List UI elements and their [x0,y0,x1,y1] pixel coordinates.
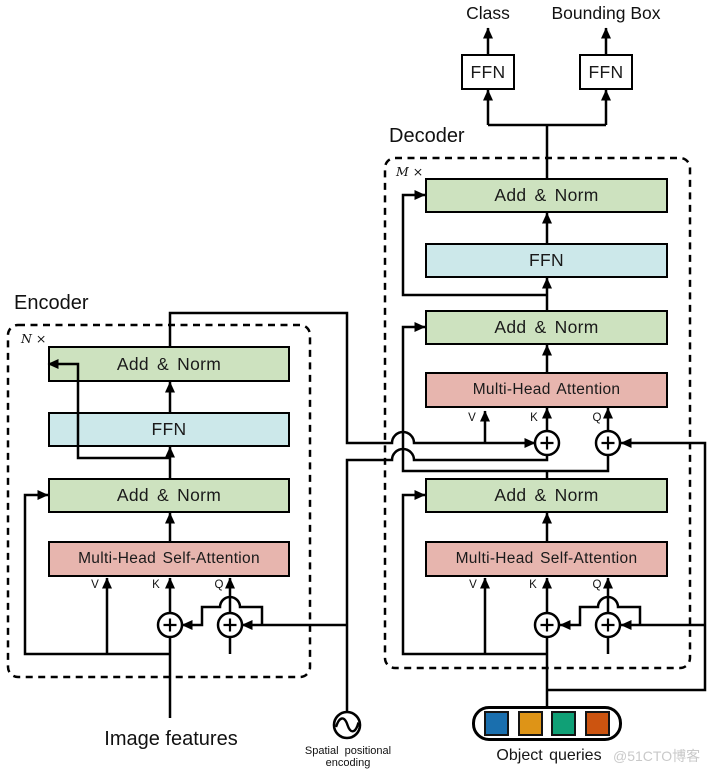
selfattn-to-cross-q [547,455,610,473]
decoder-self-attention-box: Multi-Head Self-Attention [425,541,668,577]
encoder-add-norm-upper-box: Add & Norm [48,346,290,382]
image-features-label: Image features [104,728,238,750]
positional-encoding-icon [332,710,362,740]
decoder-q-port-label: Q [592,579,602,591]
encoder-multiplier: N × [21,331,47,346]
object-queries-pill [472,706,622,741]
cross-k-plus-icon [533,429,561,457]
bounding-box-output-label: Bounding Box [551,3,661,23]
spatial-positional-encoding-label: Spatial positional encoding [305,745,391,769]
encoder-ffn-label: FFN [151,419,187,439]
encoder-add-norm-upper-label: Add & Norm [116,353,222,374]
encoder-add-norm-lower-label: Add & Norm [116,485,222,505]
object-queries-label: Object queries [496,747,602,764]
decoder-q-plus-icon [594,611,622,639]
ffn-bbox-head-box: FFN [579,54,633,90]
decoder-ffn-label: FFN [529,250,564,270]
ffn-class-head-label: FFN [470,61,506,82]
cross-q-port-label: Q [592,412,602,424]
decoder-add-norm-bottom-label: Add & Norm [494,485,599,505]
decoder-v-port-label: V [469,579,477,591]
decoder-cross-attention-box: Multi-Head Attention [425,372,668,408]
spatial-positional-line1: Spatial positional [304,745,392,757]
decoder-output-split [488,123,606,178]
class-output-label: Class [466,3,510,23]
posenc-to-encoder-k-hop [181,595,264,630]
object-query-swatch-orange [517,711,543,736]
cross-q-plus-icon [594,429,622,457]
encoder-ffn-box: FFN [48,412,290,447]
decoder-k-port-label: K [529,579,537,591]
encoder-self-attention-label: Multi-Head Self-Attention [78,550,260,567]
object-query-swatch-blue [484,711,509,736]
watermark: @51CTO博客 [613,748,701,764]
decoder-add-norm-mid-label: Add & Norm [494,317,599,337]
encoder-q-port-label: Q [214,579,224,591]
queries-to-decoder-k-hop [559,595,642,630]
decoder-self-attention-label: Multi-Head Self-Attention [455,550,638,567]
encoder-k-port-label: K [152,579,160,591]
decoder-title: Decoder [389,125,465,147]
decoder-add-norm-bottom-box: Add & Norm [425,478,668,513]
decoder-ffn-box: FFN [425,243,668,278]
object-query-swatch-rust [584,711,610,736]
decoder-cross-attention-label: Multi-Head Attention [472,381,621,398]
decoder-add-norm-mid-box: Add & Norm [425,310,668,345]
spatial-positional-line2: encoding [325,757,371,769]
ffn-class-head-box: FFN [461,54,515,90]
encoder-title: Encoder [14,292,89,314]
cross-v-port-label: V [468,412,476,424]
plus-nodes [156,429,622,639]
encoder-add-norm-lower-box: Add & Norm [48,478,290,513]
cross-k-port-label: K [530,412,538,424]
decoder-multiplier: M × [396,164,424,179]
encoder-self-attention-box: Multi-Head Self-Attention [48,541,290,577]
encoder-k-plus-icon [156,611,184,639]
decoder-k-plus-icon [533,611,561,639]
ffn-bbox-head-label: FFN [588,61,624,82]
encoder-q-plus-icon [216,611,244,639]
object-query-swatch-green [551,711,577,736]
decoder-add-norm-top-box: Add & Norm [425,178,668,213]
decoder-add-norm-top-label: Add & Norm [494,185,599,205]
encoder-v-port-label: V [91,579,99,591]
